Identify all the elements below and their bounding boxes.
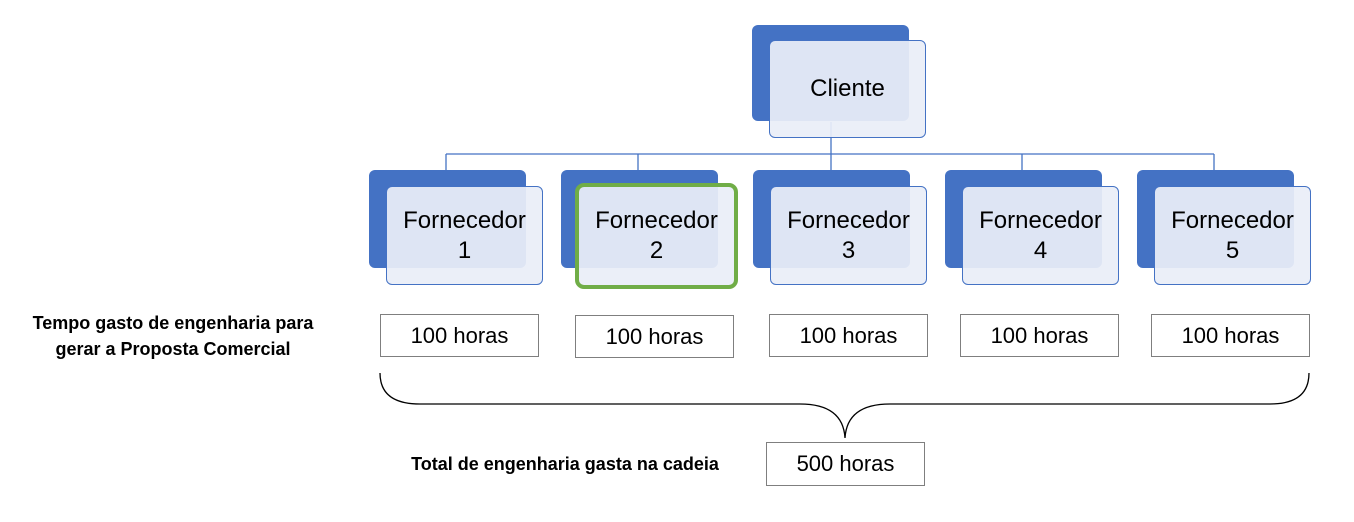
supplier-node-1: Fornecedor 1 [369, 170, 544, 286]
curly-brace [379, 372, 1310, 439]
supplier-number: 5 [1225, 236, 1240, 264]
supplier-label: Fornecedor [403, 206, 526, 234]
supplier-node-front: Fornecedor 4 [962, 186, 1119, 285]
supplier-label: Fornecedor [1171, 206, 1294, 234]
hours-box-1: 100 horas [380, 314, 539, 357]
supplier-number: 1 [457, 236, 472, 264]
hours-box-3: 100 horas [769, 314, 928, 357]
supplier-node-5: Fornecedor 5 [1137, 170, 1312, 286]
supplier-number: 2 [649, 236, 664, 264]
supplier-node-3: Fornecedor 3 [753, 170, 928, 286]
supplier-node-4: Fornecedor 4 [945, 170, 1120, 286]
hours-row-label-line1: Tempo gasto de engenharia para [32, 313, 314, 333]
supplier-number: 3 [841, 236, 856, 264]
supplier-label: Fornecedor [595, 206, 718, 234]
supplier-node-front: Fornecedor 5 [1154, 186, 1311, 285]
client-node-front: Cliente [769, 40, 926, 138]
supplier-node-2: Fornecedor 2 [561, 170, 738, 289]
total-box: 500 horas [766, 442, 925, 486]
hours-box-2: 100 horas [575, 315, 734, 358]
total-label: Total de engenharia gasta na cadeia [411, 454, 719, 474]
supplier-label: Fornecedor [787, 206, 910, 234]
hours-box-5: 100 horas [1151, 314, 1310, 357]
client-label: Cliente [810, 75, 885, 102]
supplier-number: 4 [1033, 236, 1048, 264]
supplier-highlight-frame [575, 183, 738, 289]
supplier-node-front: Fornecedor 2 [578, 186, 735, 285]
supplier-label: Fornecedor [979, 206, 1102, 234]
hours-row-label: Tempo gasto de engenharia para gerar a P… [8, 310, 338, 362]
supplier-node-front: Fornecedor 3 [770, 186, 927, 285]
hours-box-4: 100 horas [960, 314, 1119, 357]
client-node: Cliente [752, 25, 927, 140]
supplier-node-front: Fornecedor 1 [386, 186, 543, 285]
hours-row-label-line2: gerar a Proposta Comercial [55, 339, 291, 359]
